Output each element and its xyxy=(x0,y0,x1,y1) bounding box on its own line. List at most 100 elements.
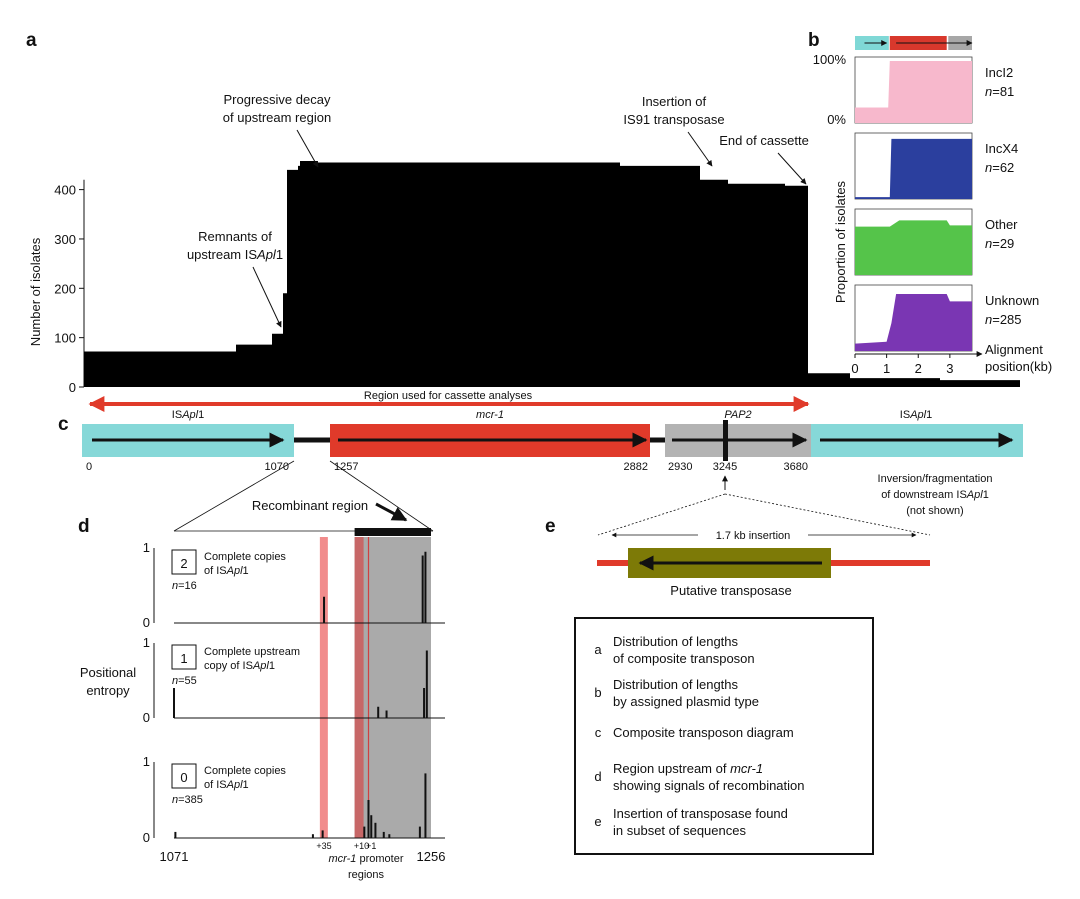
legend-box xyxy=(574,617,874,855)
legend-key: b xyxy=(594,685,601,700)
panel-a-ytick-label: 100 xyxy=(54,331,76,346)
position-label: 3245 xyxy=(713,461,737,473)
panel-b-ytick-bottom: 0% xyxy=(827,112,846,127)
panel-b-header xyxy=(855,36,973,50)
entropy-bar xyxy=(423,688,426,718)
promoter-mark: +35 xyxy=(316,841,331,851)
position-label: 1257 xyxy=(334,461,358,473)
position-label: 1070 xyxy=(265,461,289,473)
row-ytick-1: 1 xyxy=(143,635,150,650)
annot-decay-arrow xyxy=(296,129,319,168)
region-label: Region used for cassette analyses xyxy=(364,390,533,402)
row-n: n=16 xyxy=(172,580,197,592)
row-label-1: Complete upstream xyxy=(204,646,300,658)
entropy-bar xyxy=(370,815,373,838)
entropy-bar xyxy=(173,688,175,718)
isapl1-left-label: ISApl1 xyxy=(172,409,204,421)
annot-remnants-1: Remnants of xyxy=(198,229,272,244)
position-label: 3680 xyxy=(784,461,808,473)
promoter-mark: +10 xyxy=(354,841,369,851)
promoter-caption: mcr-1 promoter xyxy=(329,853,404,865)
annot-end-arrow xyxy=(777,152,807,185)
annot-end: End of cassette xyxy=(719,133,809,148)
row-ytick-1: 1 xyxy=(143,540,150,555)
transposase-label: Putative transposase xyxy=(670,583,791,598)
promoter-10-shade xyxy=(354,537,364,838)
panel-e-letter: e xyxy=(545,516,556,537)
promoter-caption-2: regions xyxy=(348,869,385,881)
entropy-bar xyxy=(323,596,326,623)
row-ytick-0: 0 xyxy=(143,615,150,630)
row-count-box xyxy=(171,763,197,789)
promoter-mark: +1 xyxy=(366,841,376,851)
legend-line-2: of composite transposon xyxy=(613,651,755,666)
panel-b-xlabel-2: position(kb) xyxy=(985,359,1052,374)
row-label-2: copy of ISApl1 xyxy=(204,660,275,672)
panel-a-ytick-label: 200 xyxy=(54,281,76,296)
panel-a-ytick-label: 0 xyxy=(69,380,76,395)
panel-a-area xyxy=(84,161,1020,387)
inversion-3: (not shown) xyxy=(906,505,963,517)
entropy-bar xyxy=(374,822,377,838)
inversion-1: Inversion/fragmentation xyxy=(878,473,993,485)
row-ytick-0: 0 xyxy=(143,710,150,725)
panel-d-ylabel-1: Positional xyxy=(80,665,136,680)
entropy-bar xyxy=(363,826,366,838)
series-n: n=62 xyxy=(985,160,1014,175)
annot-ins-arrow xyxy=(687,131,713,167)
panel-b-xtick-label: 2 xyxy=(915,361,922,376)
legend-line-1: Composite transposon diagram xyxy=(613,725,794,740)
panel-d-letter: d xyxy=(78,516,90,537)
row-count-box xyxy=(171,644,197,670)
position-label: 0 xyxy=(86,461,92,473)
mcr1-label: mcr-1 xyxy=(476,409,504,421)
annot-ins-1: Insertion of xyxy=(642,94,707,109)
panel-b-xtick-label: 0 xyxy=(851,361,858,376)
panel-b-ytick-top: 100% xyxy=(813,52,847,67)
annot-ins-2: IS91 transposase xyxy=(623,112,724,127)
panel-a-ylabel: Number of isolates xyxy=(28,237,43,346)
series-name: IncI2 xyxy=(985,65,1013,80)
recombinant-arrow xyxy=(375,502,408,522)
legend-line-2: showing signals of recombination xyxy=(613,778,805,793)
entropy-bar xyxy=(321,830,324,838)
e-zoom-left xyxy=(597,493,726,536)
entropy-bar xyxy=(418,826,421,838)
row-ytick-0: 0 xyxy=(143,830,150,845)
annot-remnants-2: upstream ISApl1 xyxy=(187,247,283,262)
entropy-bar xyxy=(424,551,427,623)
panel-a-ytick-label: 300 xyxy=(54,232,76,247)
legend-line-1: Distribution of lengths xyxy=(613,677,739,692)
position-label: 2930 xyxy=(668,461,692,473)
legend-key: a xyxy=(594,642,602,657)
row-count-box xyxy=(171,549,197,575)
entropy-bar xyxy=(424,773,427,838)
legend-line-1: Insertion of transposase found xyxy=(613,806,788,821)
legend-key: c xyxy=(595,725,602,740)
panel-b-letter: b xyxy=(808,30,820,51)
row-count: 2 xyxy=(180,556,187,571)
panel-b-ylabel: Proportion of isolates xyxy=(833,180,848,303)
recombinant-label: Recombinant region xyxy=(252,498,368,513)
row-n: n=385 xyxy=(172,794,203,806)
row-n: n=55 xyxy=(172,675,197,687)
annot-decay-2: of upstream region xyxy=(223,110,331,125)
entropy-bar xyxy=(388,834,391,838)
area-incx4 xyxy=(855,138,972,199)
series-name: Other xyxy=(985,217,1018,232)
series-n: n=285 xyxy=(985,312,1022,327)
panel-b-xtick-label: 3 xyxy=(946,361,953,376)
series-name: Unknown xyxy=(985,293,1039,308)
entropy-bar xyxy=(377,706,380,718)
d-xtick-start: 1071 xyxy=(160,849,189,864)
entropy-bar xyxy=(382,831,385,838)
zoom-line-right xyxy=(329,460,434,532)
entropy-bar xyxy=(174,831,177,838)
panel-a-ytick-label: 400 xyxy=(54,183,76,198)
row-ytick-1: 1 xyxy=(143,754,150,769)
area-inci2 xyxy=(855,61,972,123)
